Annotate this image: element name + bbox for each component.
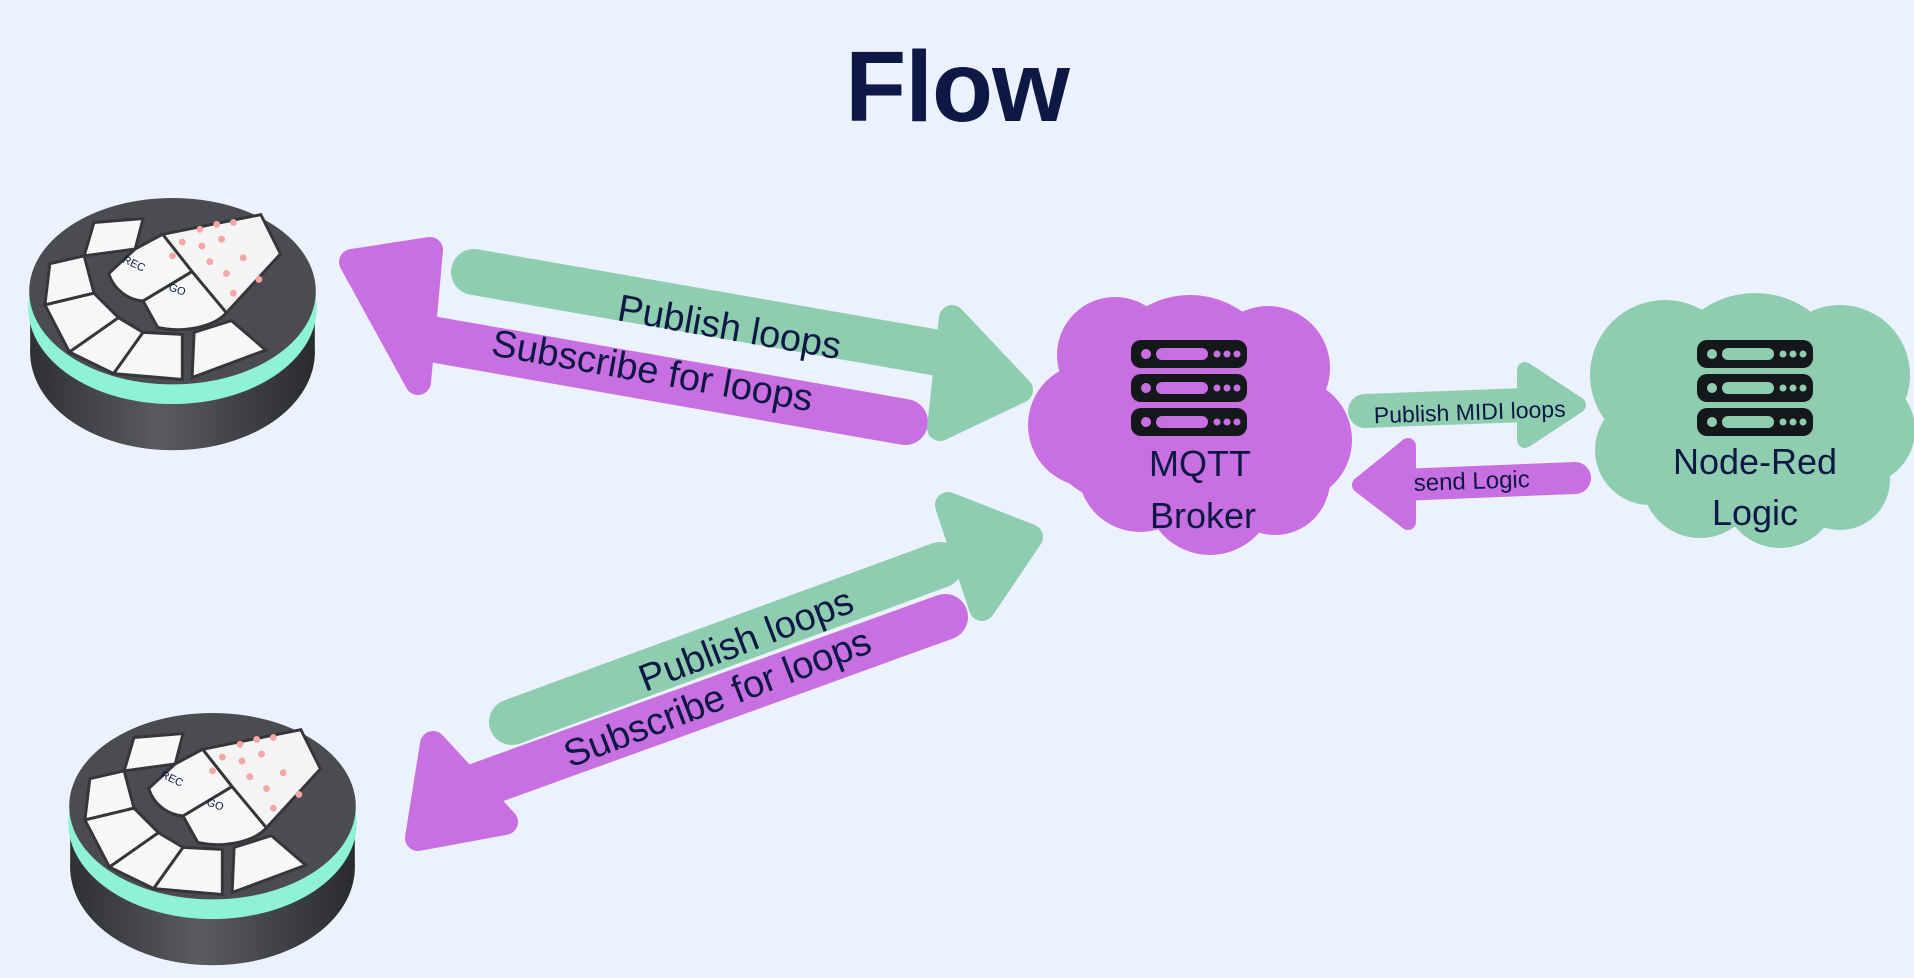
mqtt-label-line2: Broker [1150, 495, 1256, 536]
node-red-server-icon [1697, 340, 1813, 436]
top-subscribe-arrow [339, 237, 928, 445]
mqtt-server-icon [1131, 340, 1247, 436]
node-red-label-line1: Node-Red [1673, 441, 1837, 482]
go-label: GO [205, 797, 226, 814]
send-logic-label: send Logic [1413, 466, 1530, 497]
bottom-subscribe-arrow [405, 594, 968, 851]
go-label: GO [167, 282, 188, 299]
page-title: Flow [845, 31, 1070, 143]
bottom-publish-arrow [489, 492, 1043, 745]
top-publish-arrow [451, 249, 1033, 441]
send-logic-arrow [1352, 438, 1591, 530]
controller-device-top: REC GO [26, 196, 319, 452]
controller-device-bottom: REC GO [66, 711, 359, 967]
publish-midi-arrow [1348, 362, 1586, 448]
node-red-label-line2: Logic [1712, 492, 1798, 533]
mqtt-label-line1: MQTT [1149, 443, 1251, 484]
